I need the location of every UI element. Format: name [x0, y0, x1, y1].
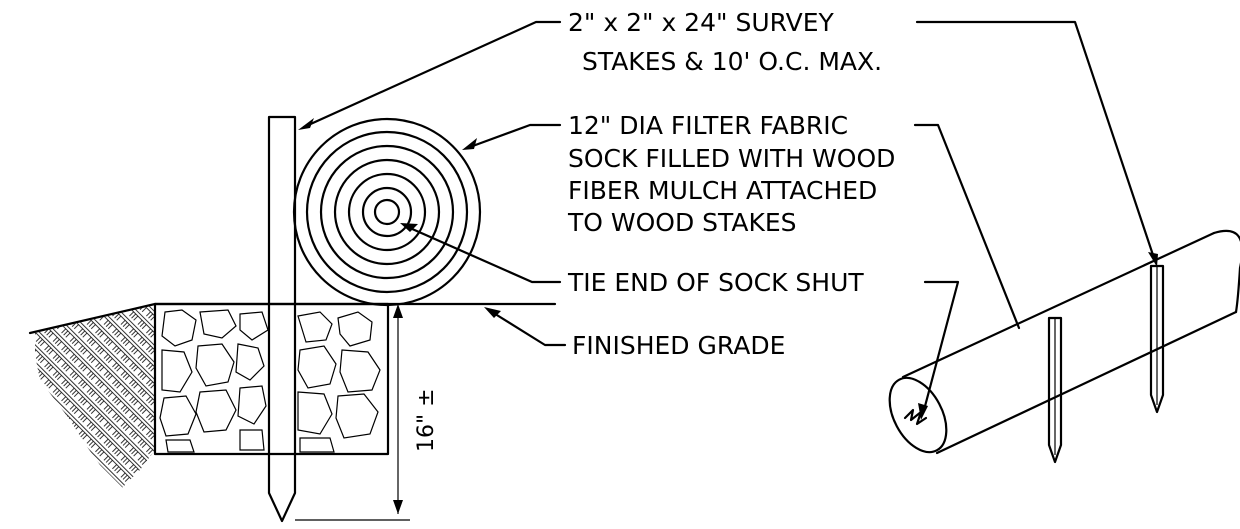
- section-stake: [267, 115, 297, 523]
- stone-pattern: [159, 309, 381, 453]
- finished-grade-label: FINISHED GRADE: [572, 331, 785, 360]
- stone-trench: [153, 302, 390, 456]
- sock-label-line-1: 12" DIA FILTER FABRIC: [568, 111, 848, 140]
- callout-tie-end: TIE END OF SOCK SHUT: [567, 268, 864, 297]
- stakes-label-line-1: 2" x 2" x 24" SURVEY: [568, 8, 835, 37]
- sock-perspective: [888, 229, 1240, 455]
- depth-dimension: [295, 304, 410, 521]
- callout-sock: 12" DIA FILTER FABRIC SOCK FILLED WITH W…: [567, 111, 895, 237]
- perspective-stake-1: [1047, 316, 1063, 464]
- callout-stakes: 2" x 2" x 24" SURVEY STAKES & 10' O.C. M…: [568, 8, 882, 76]
- stakes-label-line-2: STAKES & 10' O.C. MAX.: [582, 47, 882, 76]
- sock-label-line-4: TO WOOD STAKES: [567, 208, 797, 237]
- sock-label-line-3: FIBER MULCH ATTACHED: [568, 176, 877, 205]
- sock-label-line-2: SOCK FILLED WITH WOOD: [568, 144, 895, 173]
- tie-end-label: TIE END OF SOCK SHUT: [567, 268, 864, 297]
- callout-finished-grade: FINISHED GRADE: [572, 331, 785, 360]
- depth-dimension-label: 16" ±: [414, 388, 439, 452]
- leader-lines: [298, 20, 1158, 420]
- sock-cross-section: [292, 117, 482, 307]
- perspective-stake-2: [1149, 264, 1165, 414]
- soil-slope: [28, 302, 157, 490]
